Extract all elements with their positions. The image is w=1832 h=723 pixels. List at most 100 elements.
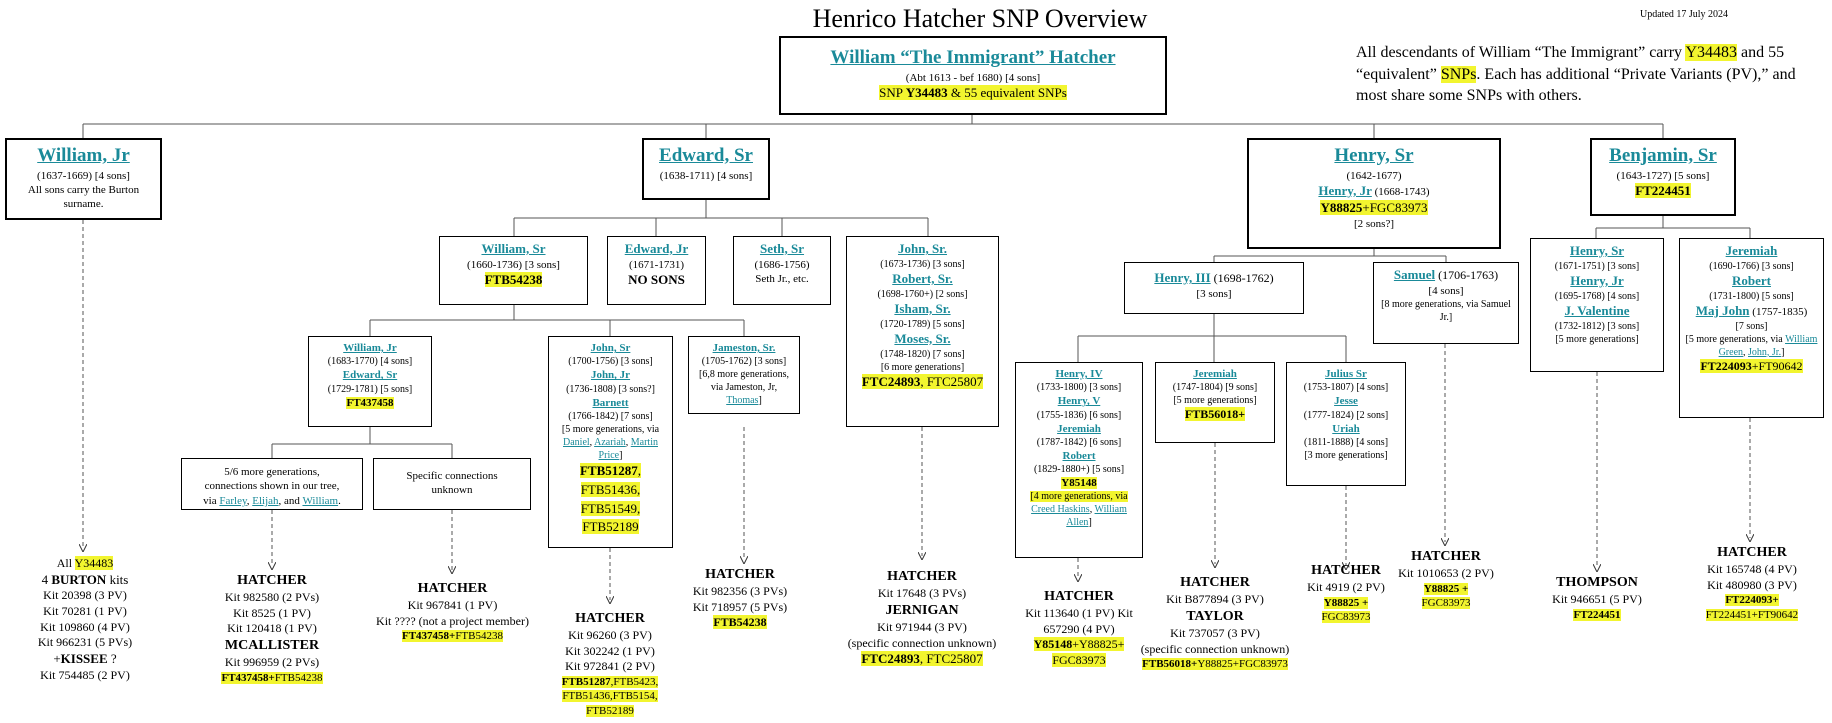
hh-henry-iv-more: [4 more generations, via Creed Haskins, … — [1030, 491, 1128, 529]
eww-more-line3: via Farley, Elijah, and William. — [203, 494, 341, 507]
b-robert-dates: (1731-1800) [5 sons] — [1709, 290, 1794, 302]
surname: THOMPSON — [1556, 575, 1638, 590]
kit-row: Kit 971944 (3 PV) — [877, 619, 967, 634]
ew-john-jr-dates: (1736-1808) [3 sons?] — [566, 383, 655, 395]
snp-label: FTB54238 — [713, 615, 767, 630]
h-samuel-sons: [4 sons] — [1428, 284, 1464, 297]
e-robert-sr-dates: (1698-1760+) [2 sons] — [877, 288, 968, 300]
snp-label: FGC83973 — [1052, 652, 1106, 667]
hh-henry-iv-name[interactable]: Henry, IV — [1055, 368, 1103, 380]
b-henry-sr-more: [5 more generations] — [1555, 333, 1639, 345]
kits-hatcher-benjamin: HATCHER Kit 165748 (4 PV) Kit 480980 (3 … — [1690, 544, 1814, 622]
snp-label: Y88825 + — [1423, 582, 1469, 595]
ew-william-jr-name[interactable]: William, Jr — [343, 342, 397, 354]
hh-uriah-name[interactable]: Uriah — [1332, 422, 1360, 435]
e-john-sr-name[interactable]: John, Sr. — [897, 241, 948, 256]
kits-kissee-surname: +KISSEE ? — [53, 650, 117, 666]
snp-label: FT224451 — [1573, 608, 1621, 621]
kits-burton-surname: 4 BURTON kits — [41, 571, 129, 587]
hh-robert-name[interactable]: Robert — [1062, 449, 1096, 462]
e-william-sr-dates: (1660-1736) [3 sons] — [467, 258, 560, 271]
hh-henry-v-dates: (1755-1836) [6 sons] — [1036, 409, 1122, 421]
surname: HATCHER — [705, 567, 775, 582]
e-robert-sr-name[interactable]: Robert, Sr. — [892, 270, 953, 286]
kit-row: Kit 754485 (2 PV) — [40, 667, 130, 682]
e-moses-sr-dates: (1748-1820) [7 sons] — [880, 348, 965, 360]
b-valentine-dates: (1732-1812) [3 sons] — [1554, 320, 1640, 332]
ew-william-jr-snp: FT437458 — [346, 396, 394, 409]
hh-jeremiah2-name[interactable]: Jeremiah — [1193, 368, 1237, 380]
ew-john-jr-name[interactable]: John, Jr — [590, 369, 631, 382]
e-moses-sr-name[interactable]: Moses, Sr. — [894, 330, 951, 346]
ew-jameston-more: [6,8 more generations, via Jameston, Jr,… — [699, 369, 789, 407]
ew-jameston-box: Jameston, Sr. (1705-1762) [3 sons] [6,8 … — [688, 336, 800, 414]
e-seth-sr-dates: (1686-1756) — [754, 258, 810, 271]
snp-label: FT224451+FT90642 — [1705, 608, 1799, 621]
e-seth-sr-box: Seth, Sr (1686-1756) Seth Jr., etc. — [733, 236, 831, 305]
henry-sr-name[interactable]: Henry, Sr — [1334, 145, 1414, 166]
ew-john-sr-name[interactable]: John, Sr — [590, 342, 631, 354]
b-henry-jr-name[interactable]: Henry, Jr — [1570, 272, 1624, 288]
hh-uriah-dates: (1811-1888) [4 sons] — [1303, 436, 1389, 448]
surname: MCALLISTER — [224, 637, 320, 653]
snp-label: FT437458+FTB54238 — [401, 630, 503, 643]
ew-john-sr-box: John, Sr (1700-1756) [3 sons] John, Jr (… — [548, 336, 673, 548]
b-jeremiah-more: [5 more generations, via William Green, … — [1685, 333, 1818, 358]
e-william-sr-name[interactable]: William, Sr — [481, 241, 546, 256]
surname: TAYLOR — [1186, 608, 1244, 624]
edward-sr-dates: (1638-1711) [4 sons] — [659, 169, 753, 182]
intro-note: All descendants of William “The Immigran… — [1356, 44, 1796, 105]
snp-label: FTB51436,FTB5154, — [562, 690, 658, 703]
b-valentine-name[interactable]: J. Valentine — [1564, 302, 1630, 318]
benjamin-sr-name[interactable]: Benjamin, Sr — [1609, 145, 1717, 166]
edward-sr-name[interactable]: Edward, Sr — [659, 145, 753, 166]
surname: HATCHER — [1180, 575, 1250, 590]
ew-william-jr-box: William, Jr (1683-1770) [4 sons] Edward,… — [308, 336, 432, 427]
ew-john-sr-snps: FTB51287, FTB51436, FTB51549, FTB52189 — [579, 462, 642, 535]
surname: HATCHER — [1717, 545, 1787, 560]
root-dates: (Abt 1613 - bef 1680) [4 sons] — [905, 71, 1041, 84]
hh-henry-v-name[interactable]: Henry, V — [1057, 395, 1101, 408]
snp-label: FTB56018+Y88825+FGC83973 — [1142, 658, 1288, 671]
h-henry-iii-box: Henry, III (1698-1762) [3 sons] — [1124, 262, 1304, 314]
b-henry-sr-name[interactable]: Henry, Sr — [1569, 243, 1625, 258]
b-jeremiah-box: Jeremiah (1690-1766) [3 sons] Robert (17… — [1679, 238, 1824, 418]
ew-barnett-name[interactable]: Barnett — [592, 396, 629, 409]
hh-jeremiah2-dates: (1747-1804) [9 sons] — [1172, 382, 1258, 394]
updated-date: Updated 17 July 2024 — [1640, 9, 1729, 20]
hh-henry-iv-dates: (1733-1800) [3 sons] — [1036, 382, 1122, 394]
e-edward-jr-dates: (1671-1731) — [629, 258, 684, 271]
root-name[interactable]: William “The Immigrant” Hatcher — [830, 47, 1116, 68]
e-seth-sr-note: Seth Jr., etc. — [755, 273, 809, 286]
william-jr-name[interactable]: William, Jr — [37, 145, 130, 166]
ew-edward-sr-name[interactable]: Edward, Sr — [342, 369, 398, 382]
henry-sr-snp: Y88825+FGC83973 — [1320, 199, 1428, 215]
e-isham-sr-name[interactable]: Isham, Sr. — [894, 300, 951, 316]
b-jeremiah-dates: (1690-1766) [3 sons] — [1709, 260, 1794, 272]
h-henry-iii-sons: [3 sons] — [1196, 287, 1232, 300]
ew-jameston-name[interactable]: Jameston, Sr. — [712, 342, 776, 354]
surname: HATCHER — [887, 569, 957, 584]
e-edward-jr-box: Edward, Jr (1671-1731) NO SONS — [607, 236, 706, 305]
hh-julius-name[interactable]: Julius Sr — [1325, 368, 1367, 380]
snp-label: Y88825 + — [1323, 596, 1369, 609]
e-isham-sr-dates: (1720-1789) [5 sons] — [880, 318, 965, 330]
kit-row: Kit 737057 (3 PV) — [1170, 625, 1260, 640]
root-snp: SNP Y34483 & 55 equivalent SNPs — [879, 84, 1067, 100]
b-robert-name[interactable]: Robert — [1732, 272, 1771, 288]
root-william-immigrant-box: William “The Immigrant” Hatcher (Abt 161… — [779, 36, 1167, 115]
hh-jesse-name[interactable]: Jesse — [1334, 395, 1358, 408]
surname: HATCHER — [1411, 549, 1481, 564]
e-edward-jr-name[interactable]: Edward, Jr — [624, 241, 689, 256]
hh-jeremiah-name[interactable]: Jeremiah — [1057, 422, 1101, 435]
b-jeremiah-name[interactable]: Jeremiah — [1725, 243, 1778, 258]
e-seth-sr-name[interactable]: Seth, Sr — [759, 241, 805, 256]
e-john-sr-more: [6 more generations] — [880, 361, 965, 373]
surname: HATCHER — [575, 611, 645, 626]
h-samuel-more: [8 more generations, via Samuel Jr.] — [1381, 299, 1511, 324]
connection-note: (specific connection unknown) — [847, 635, 997, 650]
snp-label: FTB51287,FTB5423, — [561, 675, 659, 688]
kits-hatcher-jameston: HATCHER Kit 982356 (3 PVs) Kit 718957 (5… — [680, 566, 800, 631]
e-william-sr-snp: FTB54238 — [484, 272, 543, 288]
benjamin-sr-snp: FT224451 — [1635, 182, 1691, 198]
